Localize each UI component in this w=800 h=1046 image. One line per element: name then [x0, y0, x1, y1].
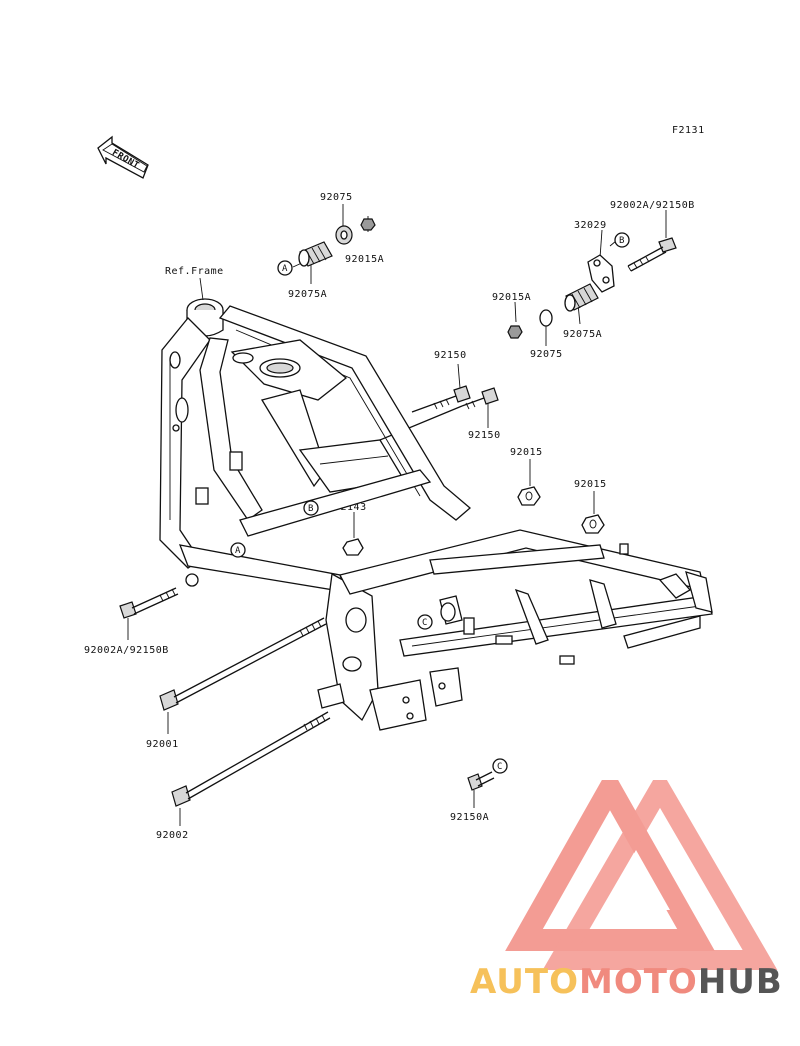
part-92015-a: 92015 [510, 447, 543, 458]
frame-nuts: 92015 92015 92143 [334, 447, 607, 556]
part-32029: 32029 [574, 220, 607, 231]
diagram-code: F2131 [672, 125, 705, 136]
rubber-damper-icon [298, 241, 333, 267]
collar-icon [539, 309, 553, 327]
rubber-damper-icon [564, 283, 599, 312]
callout-c-frame: C [417, 614, 433, 630]
upper-mount-left: 92075 92015A 92075A A [277, 192, 384, 300]
wordmark-auto: AUTO [470, 962, 579, 1002]
bolt-icon [627, 237, 677, 272]
callout-b-top: B [614, 232, 630, 248]
wordmark-moto: MOTO [578, 962, 698, 1002]
svg-text:A: A [235, 546, 241, 556]
part-92075-right: 92075 [530, 349, 563, 360]
callout-b-frame: B [303, 500, 319, 516]
part-92075A-right: 92075A [563, 329, 602, 340]
bottom-bolt: 92150A C [450, 758, 508, 823]
part-92015A-top: 92015A [345, 254, 384, 265]
wordmark-hub: HUB [697, 962, 783, 1002]
part-92002A-92150B-right: 92002A/92150B [610, 200, 695, 211]
upper-mount-right: 92002A/92150B 32029 92015A 92075A 92075 … [492, 200, 695, 360]
callout-a-frame: A [230, 542, 246, 558]
svg-text:B: B [619, 236, 625, 246]
bracket-icon [587, 254, 615, 293]
svg-text:C: C [422, 618, 428, 628]
part-92002: 92002 [156, 830, 189, 841]
engine-mount-bolts: 92002A/92150B 92001 92002 [84, 587, 331, 841]
part-92143: 92143 [334, 502, 367, 513]
ref-frame-label: Ref.Frame [165, 266, 224, 277]
middle-bolts: 92150 92150 [379, 350, 501, 441]
part-92001: 92001 [146, 739, 179, 750]
part-92075-top: 92075 [320, 192, 353, 203]
part-92075A-top: 92075A [288, 289, 327, 300]
callout-a-top: A [277, 260, 293, 276]
automotohub-wordmark: AUTOMOTOHUB [470, 962, 783, 1002]
svg-text:B: B [308, 504, 314, 514]
svg-text:C: C [497, 762, 503, 772]
motorcycle-frame [159, 298, 713, 731]
part-92150-b: 92150 [468, 430, 501, 441]
part-92015-b: 92015 [574, 479, 607, 490]
part-92150-a: 92150 [434, 350, 467, 361]
automotohub-logo-icon [505, 780, 778, 970]
nut-icon [507, 325, 523, 339]
part-92150A: 92150A [450, 812, 489, 823]
svg-text:A: A [282, 264, 288, 274]
front-arrow-icon: FRONT [97, 135, 149, 179]
nut-icon [360, 218, 376, 231]
part-92015A-right: 92015A [492, 292, 531, 303]
callout-c-bottom: C [492, 758, 508, 774]
part-92002A-92150B-left: 92002A/92150B [84, 645, 169, 656]
